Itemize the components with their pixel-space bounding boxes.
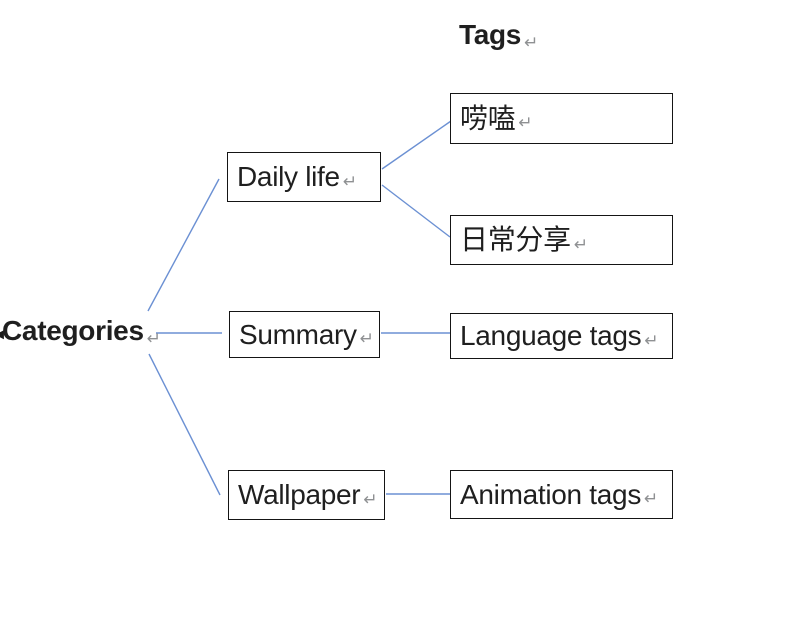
paragraph-return-mark: ↵ [573,234,589,254]
node-tag-animation[interactable]: Animation tags ↵ [450,470,673,519]
node-wallpaper[interactable]: Wallpaper ↵ [228,470,385,520]
node-tag-chat[interactable]: 唠嗑 ↵ [450,93,673,144]
connector-daily-life-tag-chat [381,120,452,170]
node-label: Language tags [460,320,642,351]
paragraph-return-mark: ↵ [518,113,533,132]
node-label: 日常分享 [460,224,571,255]
paragraph-return-mark: ↵ [363,489,378,509]
connector-daily-life-tag-daily-share [381,184,451,238]
connector-categories-daily-life [147,178,220,312]
node-tag-daily-share[interactable]: 日常分享 ↵ [450,215,673,265]
connector-categories-wallpaper [148,353,221,496]
paragraph-return-mark: ↵ [524,33,539,52]
paragraph-return-mark: ↵ [342,171,358,191]
node-label: Summary [239,318,357,350]
node-daily-life[interactable]: Daily life ↵ [227,152,381,202]
node-label: 唠嗑 [460,102,516,134]
categories-label-text: Categories [2,315,144,346]
tags-title-text: Tags [459,19,522,50]
node-tag-language[interactable]: Language tags ↵ [450,313,673,359]
node-summary[interactable]: Summary ↵ [229,311,380,358]
tags-column-title: Tags↵ [459,18,538,52]
node-label: Animation tags [460,478,642,510]
node-label: Wallpaper [238,479,361,510]
paragraph-return-mark: ↵ [146,329,161,348]
paragraph-return-mark: ↵ [644,489,659,508]
clipped-edge-glyph: ◄ [0,327,7,342]
node-label: Daily life [237,161,340,192]
paragraph-return-mark: ↵ [644,330,659,350]
categories-root-label: Categories↵ [2,314,161,348]
paragraph-return-mark: ↵ [359,329,374,348]
